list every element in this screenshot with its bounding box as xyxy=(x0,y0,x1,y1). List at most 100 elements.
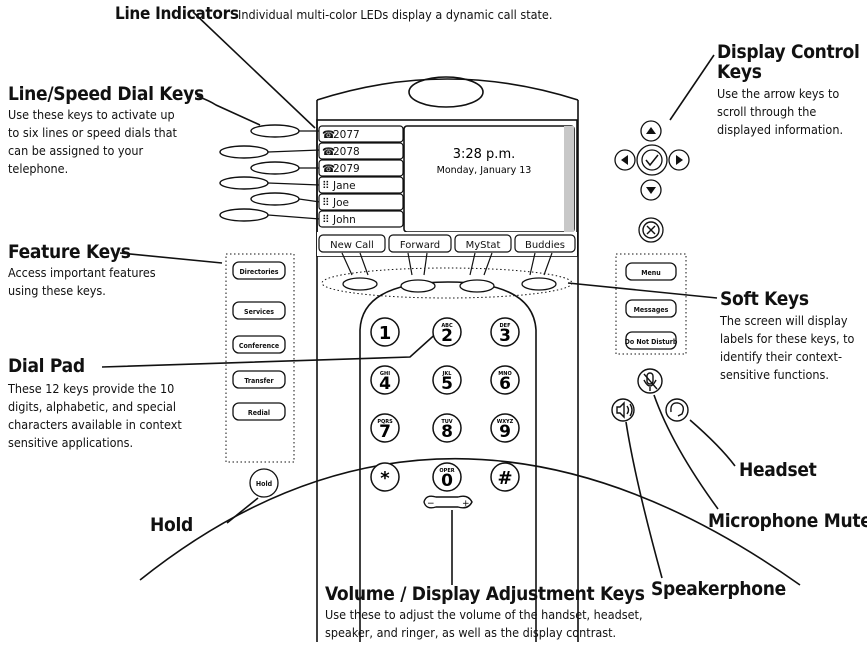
display-control-title-line2: Keys xyxy=(717,61,762,83)
conference-button[interactable] xyxy=(232,335,286,354)
phone-top xyxy=(316,78,579,101)
line-label: 2077 xyxy=(333,129,360,141)
keypad-housing xyxy=(359,281,537,642)
keypad-digit: * xyxy=(380,468,390,489)
redial-label: Redial xyxy=(248,409,270,417)
hold-label: Hold xyxy=(256,480,272,488)
softkey-label: Forward xyxy=(400,240,440,251)
keypad-digit: 8 xyxy=(441,422,453,442)
keypad-letters: WXYZ xyxy=(497,419,514,425)
line-phone-icon: ☎ xyxy=(322,129,335,141)
messages-label: Messages xyxy=(634,306,669,314)
hold-button[interactable] xyxy=(249,468,279,498)
line-indicators-title: Line Indicators xyxy=(115,4,239,24)
headset-button[interactable] xyxy=(665,398,689,422)
services-button[interactable] xyxy=(232,301,286,320)
speakerphone-title: Speakerphone xyxy=(651,578,786,600)
keypad-digit: 7 xyxy=(379,422,391,442)
volume-rocker[interactable] xyxy=(423,495,473,509)
softkey-2[interactable] xyxy=(400,279,436,293)
do-not-disturb-button[interactable] xyxy=(625,331,677,350)
services-label: Services xyxy=(244,308,274,316)
transfer-button[interactable] xyxy=(232,370,286,389)
keypad-digit: 6 xyxy=(499,374,511,394)
speakerphone-button[interactable] xyxy=(611,398,635,422)
messages-button[interactable] xyxy=(625,299,677,318)
line-phone-icon: ☎ xyxy=(322,163,335,175)
line-key-6[interactable] xyxy=(219,208,269,222)
line-contact-icon: ⠿ xyxy=(322,214,330,226)
keypad-letters: MNO xyxy=(498,371,511,377)
feature-keys-title: Feature Keys xyxy=(8,241,131,263)
keypad-digit: 4 xyxy=(379,374,391,394)
transfer-label: Transfer xyxy=(244,377,274,385)
speaker-icon xyxy=(616,401,633,419)
line-speed-desc: Use these keys to activate up to six lin… xyxy=(8,107,177,176)
line-key-5[interactable] xyxy=(250,192,300,206)
keypad-key-pound[interactable]: # xyxy=(490,462,520,492)
keypad-letters: OPER xyxy=(439,468,454,474)
arrow-down-icon xyxy=(646,187,656,194)
dnd-label: Do Not Disturb xyxy=(625,338,678,346)
line-label: Jane xyxy=(332,180,356,192)
base-arc xyxy=(139,457,801,586)
line-indicators-desc: Individual multi-color LEDs display a dy… xyxy=(238,7,553,22)
line-key-4[interactable] xyxy=(219,176,269,190)
keypad-digit: 5 xyxy=(441,374,453,394)
keypad-letters: JKL xyxy=(442,371,453,377)
right-key-area xyxy=(615,253,687,355)
hold-title: Hold xyxy=(150,514,193,536)
keypad-letters: GHI xyxy=(380,371,390,377)
keypad-letters: ABC xyxy=(441,323,453,329)
conference-label: Conference xyxy=(239,342,279,350)
line-key-1[interactable] xyxy=(250,124,300,138)
lcd-display xyxy=(403,125,575,233)
dial-pad-desc: These 12 keys provide the 10 digits, alp… xyxy=(8,381,182,450)
directories-label: Directories xyxy=(239,268,278,276)
keypad-digit: 1 xyxy=(379,323,392,344)
softkey-4[interactable] xyxy=(521,277,557,291)
keypad-key-star[interactable]: * xyxy=(370,462,400,492)
volume-desc: Use these to adjust the volume of the ha… xyxy=(325,607,643,640)
keypad-digit: 3 xyxy=(499,326,511,346)
volume-down-icon: − xyxy=(427,499,435,509)
keypad-letters: DEF xyxy=(500,323,511,329)
softkey-label: New Call xyxy=(330,240,374,251)
lcd-scrollbar xyxy=(564,126,574,232)
keypad-digit: 2 xyxy=(441,326,453,346)
headset-title: Headset xyxy=(739,459,817,481)
keypad-key-1[interactable]: 1 xyxy=(370,317,400,347)
soft-keys-title: Soft Keys xyxy=(720,288,809,310)
keypad-digit: 9 xyxy=(499,422,511,442)
line-phone-icon: ☎ xyxy=(322,146,335,158)
menu-button[interactable] xyxy=(625,262,677,281)
feature-key-area xyxy=(225,253,295,463)
volume-title: Volume / Display Adjustment Keys xyxy=(325,583,645,605)
keypad-digit: # xyxy=(497,468,512,489)
softkey-1[interactable] xyxy=(342,277,378,291)
softkey-3[interactable] xyxy=(459,279,495,293)
directories-button[interactable] xyxy=(232,261,286,280)
keypad-letters: PQRS xyxy=(377,419,393,425)
arrow-up-icon xyxy=(646,127,656,134)
line-contact-icon: ⠿ xyxy=(322,180,330,192)
redial-button[interactable] xyxy=(232,402,286,421)
cancel-x-icon xyxy=(642,221,660,239)
soft-keys-desc: The screen will display labels for these… xyxy=(720,313,855,382)
line-key-2[interactable] xyxy=(219,145,269,159)
line-key-3[interactable] xyxy=(250,161,300,175)
mic-mute-title: Microphone Mute xyxy=(708,510,867,532)
checkmark-icon xyxy=(645,154,659,167)
softkey-label: MyStat xyxy=(466,240,501,251)
headset-icon xyxy=(670,402,685,417)
dial-pad-title: Dial Pad xyxy=(8,355,85,377)
